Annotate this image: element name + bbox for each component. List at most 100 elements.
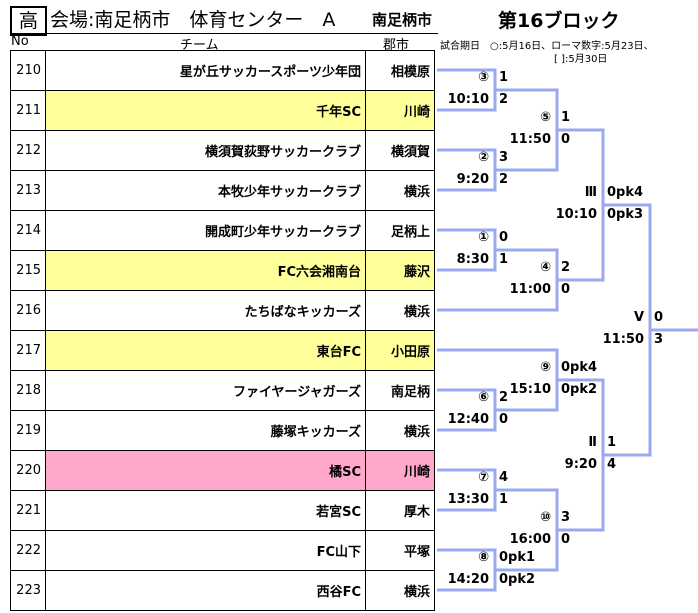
team-city: 厚木	[365, 490, 435, 531]
team-number: 215	[10, 250, 46, 291]
block-title: 第16ブロック	[498, 10, 620, 32]
match-dates-legend-cont: [ ]:5月30日	[554, 54, 608, 65]
match-time: 13:30	[447, 492, 489, 507]
score-bottom: 2	[499, 92, 509, 107]
match-time: 11:50	[602, 332, 644, 347]
bracket-line-mII	[557, 378, 605, 532]
match-time: 11:50	[509, 132, 551, 147]
team-city: 足柄上	[365, 210, 435, 251]
header-divider	[10, 33, 438, 34]
score-bottom: 0	[561, 282, 571, 297]
team-number: 218	[10, 370, 46, 411]
score-bottom: 0pk2	[499, 572, 536, 587]
score-bottom: 3	[654, 332, 664, 347]
match-number: ④	[539, 260, 551, 275]
team-number: 222	[10, 530, 46, 571]
score-top: 4	[499, 470, 509, 485]
team-name: 開成町少年サッカークラブ	[45, 210, 366, 251]
team-number: 212	[10, 130, 46, 171]
match-time: 10:10	[555, 207, 597, 222]
score-bottom: 0	[499, 412, 509, 427]
match-number: ②	[477, 150, 489, 165]
team-name: 本牧少年サッカークラブ	[45, 170, 366, 211]
score-top: 0pk1	[499, 550, 536, 565]
team-name: 千年SC	[45, 90, 366, 131]
team-number: 220	[10, 450, 46, 491]
match-time: 12:40	[447, 412, 489, 427]
score-top: 0pk4	[607, 185, 644, 200]
match-time: 16:00	[509, 532, 551, 547]
host-city: 南足柄市	[372, 11, 433, 29]
score-bottom: 0pk3	[607, 207, 644, 222]
team-city: 横浜	[365, 410, 435, 451]
match-dates-legend: 試合期日 ○:5月16日、ローマ数字:5月23日、	[440, 41, 654, 52]
team-name: 星が丘サッカースポーツ少年団	[45, 50, 366, 91]
match-number: ⑤	[539, 110, 551, 125]
match-number: ③	[477, 70, 489, 85]
match-time: 15:10	[509, 382, 551, 397]
match-time: 8:30	[456, 252, 489, 267]
score-bottom: 4	[607, 457, 617, 472]
category-badge: 高	[10, 6, 47, 36]
match-time: 9:20	[564, 457, 597, 472]
bracket-line-mIII	[557, 128, 605, 282]
team-number: 214	[10, 210, 46, 251]
score-top: 0pk4	[561, 360, 598, 375]
team-name: 藤塚キッカーズ	[45, 410, 366, 451]
team-number: 223	[10, 570, 46, 611]
team-city: 横浜	[365, 170, 435, 211]
team-city: 横浜	[365, 290, 435, 331]
venue-title: 会場:南足柄市 体育センター A	[50, 9, 336, 31]
team-number: 221	[10, 490, 46, 531]
match-time: 14:20	[447, 572, 489, 587]
team-city: 平塚	[365, 530, 435, 571]
team-city: 川崎	[365, 450, 435, 491]
team-city: 藤沢	[365, 250, 435, 291]
team-name: 西谷FC	[45, 570, 366, 611]
score-bottom: 0	[561, 532, 571, 547]
match-time: 9:20	[456, 172, 489, 187]
score-top: 0	[654, 310, 664, 325]
team-city: 横須賀	[365, 130, 435, 171]
column-header-team: チーム	[180, 38, 219, 53]
match-number: ⑨	[539, 360, 551, 375]
match-number: Ⅱ	[588, 435, 597, 450]
team-name: 橘SC	[45, 450, 366, 491]
team-number: 219	[10, 410, 46, 451]
team-name: 横須賀荻野サッカークラブ	[45, 130, 366, 171]
score-top: 1	[561, 110, 571, 125]
match-number: Ⅴ	[633, 310, 644, 325]
team-city: 相模原	[365, 50, 435, 91]
match-number: ⑩	[539, 510, 551, 525]
team-city: 横浜	[365, 570, 435, 611]
match-number: Ⅲ	[584, 185, 597, 200]
team-name: ファイヤージャガーズ	[45, 370, 366, 411]
match-time: 10:10	[447, 92, 489, 107]
column-header-no: No	[11, 34, 29, 49]
match-number: ⑧	[477, 550, 489, 565]
bracket-line-mV	[603, 203, 652, 457]
team-city: 川崎	[365, 90, 435, 131]
score-top: 1	[499, 70, 509, 85]
score-bottom: 1	[499, 252, 509, 267]
match-number: ⑥	[477, 390, 489, 405]
score-top: 2	[561, 260, 571, 275]
score-bottom: 1	[499, 492, 509, 507]
match-time: 11:00	[509, 282, 551, 297]
score-top: 0	[499, 230, 509, 245]
score-top: 3	[561, 510, 571, 525]
score-top: 2	[499, 390, 509, 405]
score-bottom: 2	[499, 172, 509, 187]
